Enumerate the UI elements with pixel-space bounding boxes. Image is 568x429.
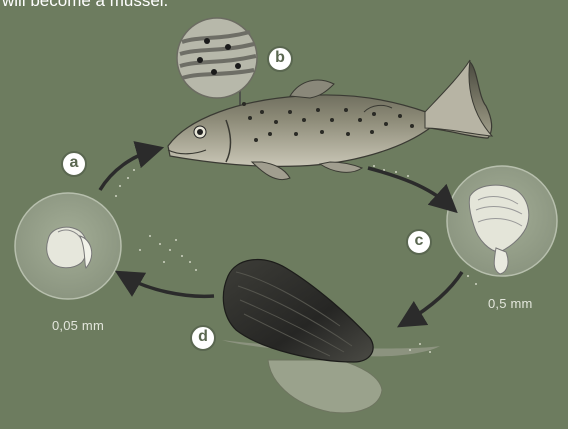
step-c-marker: c bbox=[406, 229, 432, 255]
fish-gill-magnifier bbox=[177, 18, 257, 110]
glochidia-circle bbox=[15, 193, 121, 299]
step-a-marker: a bbox=[61, 151, 87, 177]
step-b-marker: b bbox=[267, 46, 293, 72]
step-d-marker: d bbox=[190, 325, 216, 351]
juvenile-size-label: 0,5 mm bbox=[488, 296, 533, 311]
adult-mussel-illustration bbox=[222, 260, 440, 413]
glochidia-size-label: 0,05 mm bbox=[52, 318, 104, 333]
juvenile-mussel-circle bbox=[447, 166, 557, 276]
